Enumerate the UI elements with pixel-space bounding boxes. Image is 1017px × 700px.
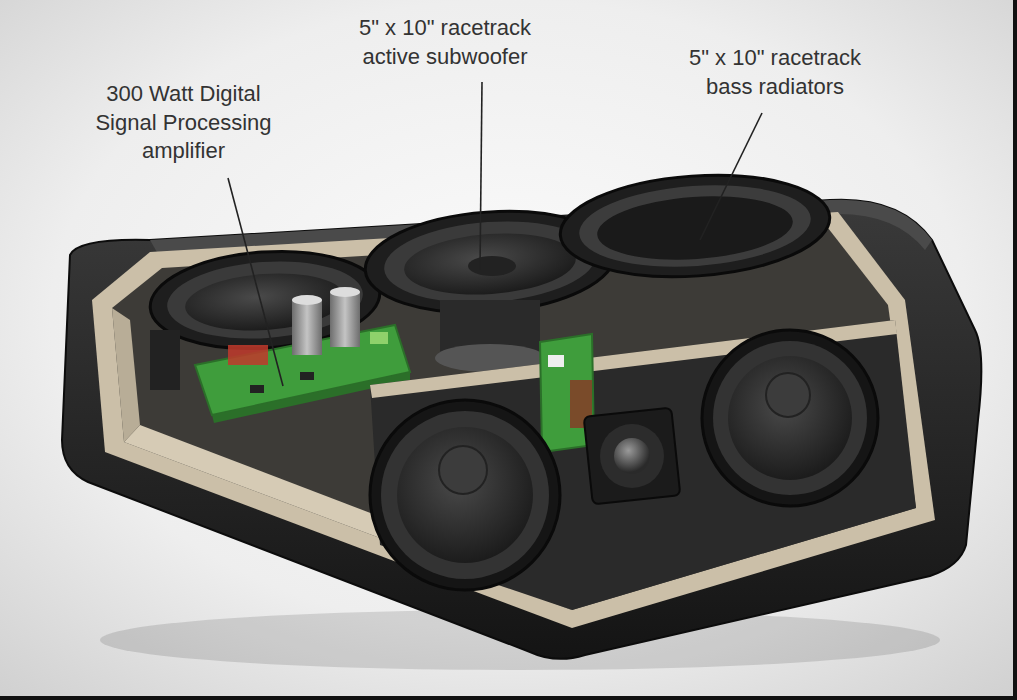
- midbass-driver-part: [766, 373, 810, 417]
- tweeter-part: [614, 438, 650, 474]
- midbass-driver-part: [728, 356, 852, 480]
- cut-section-walls-part: [112, 308, 140, 442]
- speaker-housing: [62, 200, 981, 670]
- tweeter-part: [600, 424, 664, 488]
- amplifier-board-part: [292, 295, 322, 305]
- leader-line-part: [700, 113, 762, 240]
- amplifier-board-part: [292, 300, 322, 355]
- front-baffle-part: [370, 320, 916, 610]
- part-label: 5" x 10" racetrack bass radiators: [664, 44, 886, 101]
- racetrack-woofer-part: [147, 244, 383, 356]
- racetrack-bass-radiator-part: [595, 190, 795, 266]
- racetrack-active-subwoofer-part: [468, 256, 516, 276]
- racetrack-bass-radiator: [557, 167, 833, 286]
- midbass-driver-part: [439, 446, 487, 494]
- amplifier-board-part: [300, 372, 314, 380]
- leader-line: [228, 82, 762, 386]
- frame-edge: [0, 696, 1017, 700]
- racetrack-bass-radiator-part: [576, 178, 813, 274]
- racetrack-active-subwoofer-part: [402, 228, 578, 300]
- cut-section-walls: [92, 212, 935, 628]
- leader-line-part: [228, 178, 283, 386]
- cut-section-walls-part: [92, 212, 935, 628]
- leader-line-part: [480, 82, 482, 270]
- midbass-driver-part: [702, 330, 878, 506]
- part-label: 300 Watt Digital Signal Processing ampli…: [76, 80, 291, 166]
- racetrack-woofer: [147, 244, 383, 356]
- amplifier-board: [150, 287, 410, 423]
- amplifier-board-part: [250, 385, 264, 393]
- amplifier-board-part: [370, 332, 388, 344]
- midbass-driver-part: [713, 341, 867, 495]
- midbass-driver: [370, 400, 560, 590]
- tweeter: [584, 408, 681, 505]
- crossover-board-part: [548, 355, 564, 367]
- part-label: 5" x 10" racetrack active subwoofer: [334, 14, 556, 71]
- midbass-driver-part: [370, 400, 560, 590]
- speaker-housing-part: [62, 200, 981, 659]
- front-baffle: [370, 320, 916, 610]
- midbass-driver-part: [397, 427, 533, 563]
- amplifier-board-part: [228, 345, 268, 365]
- midbass-driver: [702, 330, 878, 506]
- amplifier-board-part: [330, 287, 360, 297]
- amplifier-board-part: [150, 330, 180, 390]
- racetrack-woofer-part: [183, 268, 347, 335]
- cut-section-walls-part: [112, 228, 916, 610]
- midbass-driver-part: [381, 411, 549, 579]
- amplifier-board-part: [330, 292, 360, 347]
- frame-edge: [1013, 0, 1017, 700]
- racetrack-bass-radiator-part: [557, 167, 833, 286]
- tweeter-part: [584, 408, 681, 505]
